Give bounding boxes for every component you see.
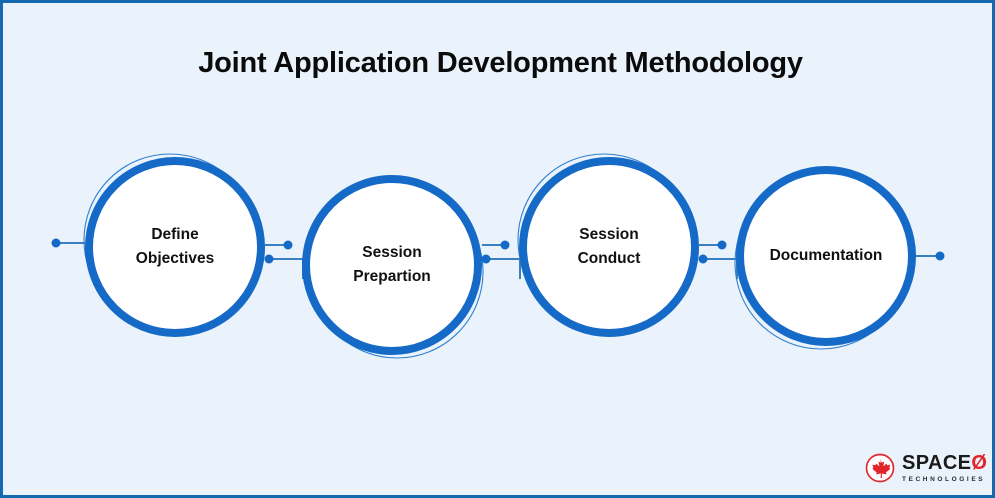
- node-ring-group: [85, 157, 916, 355]
- logo-brand-text: SPACE: [902, 452, 972, 474]
- maple-leaf-icon: [865, 453, 895, 483]
- connector-dot-exit: [935, 251, 945, 261]
- page-title: Joint Application Development Methodolog…: [198, 47, 803, 79]
- connector-dot-1-upper: [283, 240, 293, 250]
- connector-dot-3-upper: [717, 240, 727, 250]
- connector-dot-entry: [51, 238, 61, 248]
- connector-dot-group: [51, 238, 945, 264]
- node-ring-4[interactable]: [736, 166, 916, 346]
- process-flow-diagram: [51, 153, 945, 359]
- connector-2-3-lower: [487, 258, 521, 279]
- connector-dot-3-lower: [698, 254, 708, 264]
- logo-slashed-o-icon: Ø: [971, 452, 988, 474]
- logo-tagline: TECHNOLOGIES: [902, 476, 986, 483]
- connector-1-2-lower: [270, 258, 304, 279]
- connector-dot-2-lower: [481, 254, 491, 264]
- node-ring-3[interactable]: [519, 157, 699, 337]
- connector-dot-1-lower: [264, 254, 274, 264]
- node-ring-1[interactable]: [85, 157, 265, 337]
- node-ring-2[interactable]: [302, 175, 482, 355]
- connector-3-4-lower: [704, 258, 738, 279]
- connector-dot-2-upper: [500, 240, 510, 250]
